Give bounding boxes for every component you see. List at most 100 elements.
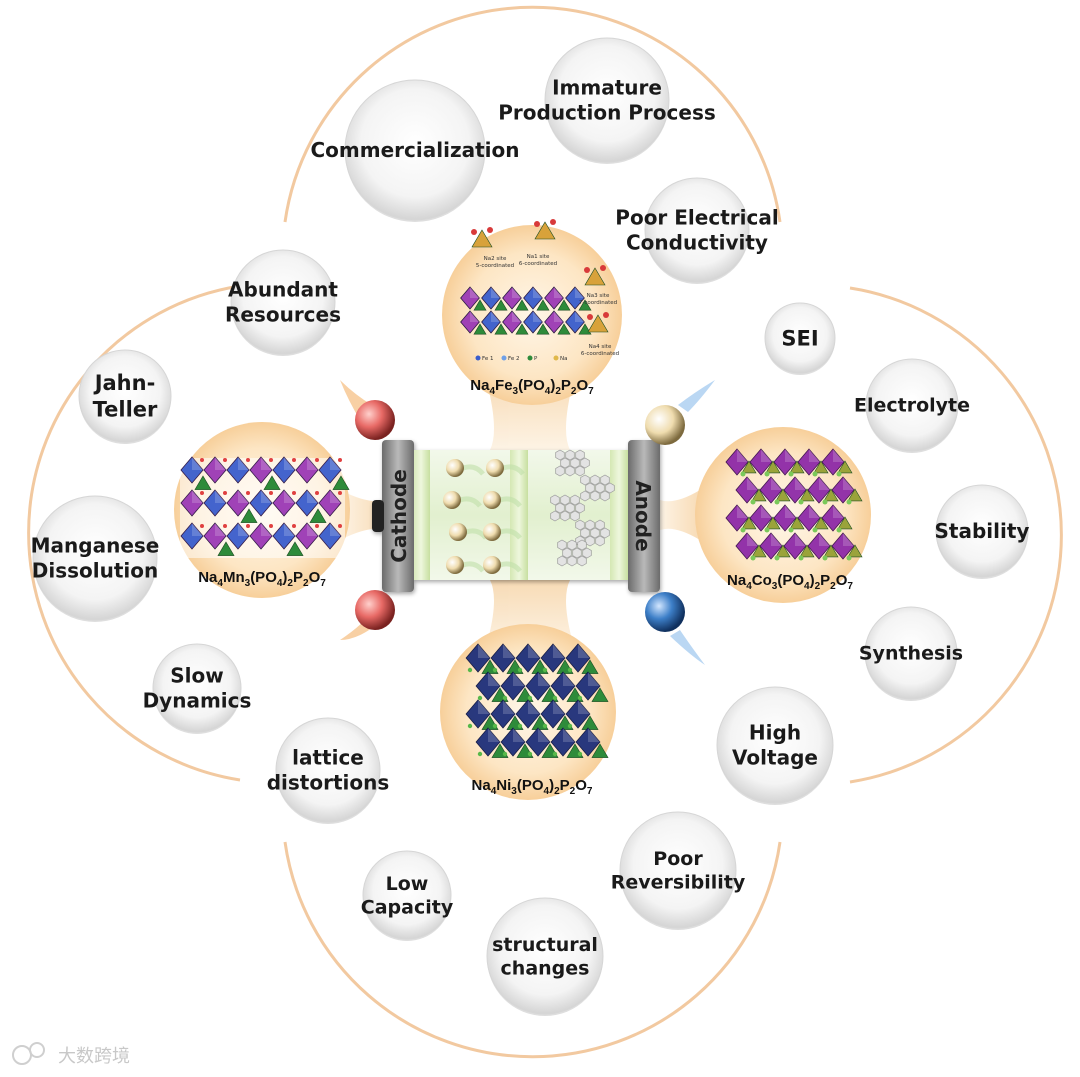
anode-ring [610, 450, 628, 580]
watermark-logo-icon-ring [29, 1042, 45, 1058]
mn-phosphate [217, 541, 235, 556]
co-phosphate [765, 460, 781, 474]
fe-phosphate [578, 299, 592, 311]
anode-ball-bottom [645, 592, 685, 632]
fe-na-site-cluster [534, 221, 556, 240]
co-polyhedron [759, 532, 783, 560]
cathode-terminal [372, 500, 384, 532]
fe-phosphate [494, 299, 508, 311]
ni-polyhedron [515, 643, 541, 673]
ni-phosphate [581, 715, 599, 730]
sodium-ion [446, 459, 464, 477]
cathode-ring [412, 450, 430, 580]
ni-sodium [502, 751, 508, 757]
fe-polyhedron [502, 310, 522, 334]
ni-sodium [542, 723, 548, 729]
co-phosphate [799, 488, 815, 502]
fe-oxygen [471, 229, 477, 235]
graphite-sheet [567, 555, 577, 567]
co-sodium [836, 527, 842, 533]
mn-polyhedron [203, 456, 227, 484]
ni-polyhedron [525, 727, 551, 757]
mn-polyhedron [249, 522, 273, 550]
bubble-poor-reversibility-label: Poor [653, 848, 703, 870]
bubble-abundant-label: Resources [225, 303, 341, 327]
mn-polyhedron [226, 522, 250, 550]
co-polyhedron [773, 504, 797, 532]
co-phosphate [775, 488, 791, 502]
bubble-low-capacity-circle [362, 850, 452, 940]
ni-polyhedron [490, 643, 516, 673]
mn-oxygen [315, 458, 319, 462]
mn-polyhedron [318, 489, 342, 517]
bubble-poor-electrical-label: Conductivity [626, 231, 768, 255]
ni-sodium [492, 667, 498, 673]
co-polyhedron [759, 476, 783, 504]
co-phosphate [751, 544, 767, 558]
fe-oxygen [584, 267, 590, 273]
co-phosphate [847, 544, 863, 558]
bubble-electrolyte-circle [865, 358, 959, 452]
bubble-stability: Stability [935, 484, 1030, 579]
co-sodium [774, 499, 780, 505]
graphite-sheet [560, 510, 570, 522]
bubble-lattice-label: lattice [292, 746, 364, 770]
mn-oxygen [223, 458, 227, 462]
sodium-ion [483, 523, 501, 541]
co-phosphate [765, 516, 781, 530]
mn-phosphate [263, 475, 281, 490]
ni-polyhedron [500, 671, 526, 701]
co-sodium [788, 527, 794, 533]
bubble-lattice-label: distortions [267, 771, 390, 795]
co-polyhedron [831, 476, 855, 504]
mn-polyhedron [180, 522, 204, 550]
ni-polyhedron [565, 699, 591, 729]
fe-polyhedron [544, 310, 564, 334]
ni-crystal-structure [465, 643, 609, 758]
co-sodium [798, 555, 804, 561]
bubble-slow-dynamics-label: Slow [170, 664, 223, 688]
fe-polyhedron [565, 286, 585, 310]
co-sodium [812, 471, 818, 477]
mn-polyhedron [318, 522, 342, 550]
co-sodium [798, 499, 804, 505]
bubble-low-capacity-label: Low [386, 873, 429, 895]
bubble-manganese-label: Dissolution [32, 559, 159, 583]
ni-polyhedron [475, 727, 501, 757]
bottom-lobe-arc [283, 841, 782, 1059]
bubble-high-voltage-circle [716, 686, 834, 804]
bubble-stability-label: Stability [935, 519, 1030, 543]
bubble-sei: SEI [764, 302, 836, 375]
graphite-sheet [562, 547, 572, 559]
fe-legend-label: Fe 2 [508, 356, 520, 362]
cathode-label: Cathode [387, 469, 411, 563]
graphite-sheet [577, 555, 587, 567]
graphite-sheet [595, 519, 605, 531]
bubble-commercialization: Commercialization [311, 79, 519, 222]
graphite-sheet [557, 555, 567, 567]
graphite-sheet [605, 482, 615, 494]
mn-oxygen [246, 491, 250, 495]
bubble-synthesis-circle [864, 606, 958, 700]
ni-sodium [467, 667, 473, 673]
mn-oxygen [246, 458, 250, 462]
bubble-electrolyte: Electrolyte [854, 358, 970, 453]
fe-legend-marker [527, 355, 533, 361]
mn-phosphate [240, 508, 258, 523]
bubble-synthesis: Synthesis [859, 606, 963, 701]
fe-oxygen [550, 219, 556, 225]
graphite-sheet [590, 490, 600, 502]
bubble-poor-reversibility-circle [619, 811, 737, 929]
graphite-sheet [565, 465, 575, 477]
ni-sodium [477, 751, 483, 757]
graphite-sheet [550, 494, 560, 506]
bubble-immature-label: Immature [552, 76, 662, 100]
fe-phosphate [536, 299, 550, 311]
graphite-sheet [582, 547, 592, 559]
co-polyhedron [773, 448, 797, 476]
ni-sodium [477, 695, 483, 701]
fe-polyhedron [460, 286, 480, 310]
